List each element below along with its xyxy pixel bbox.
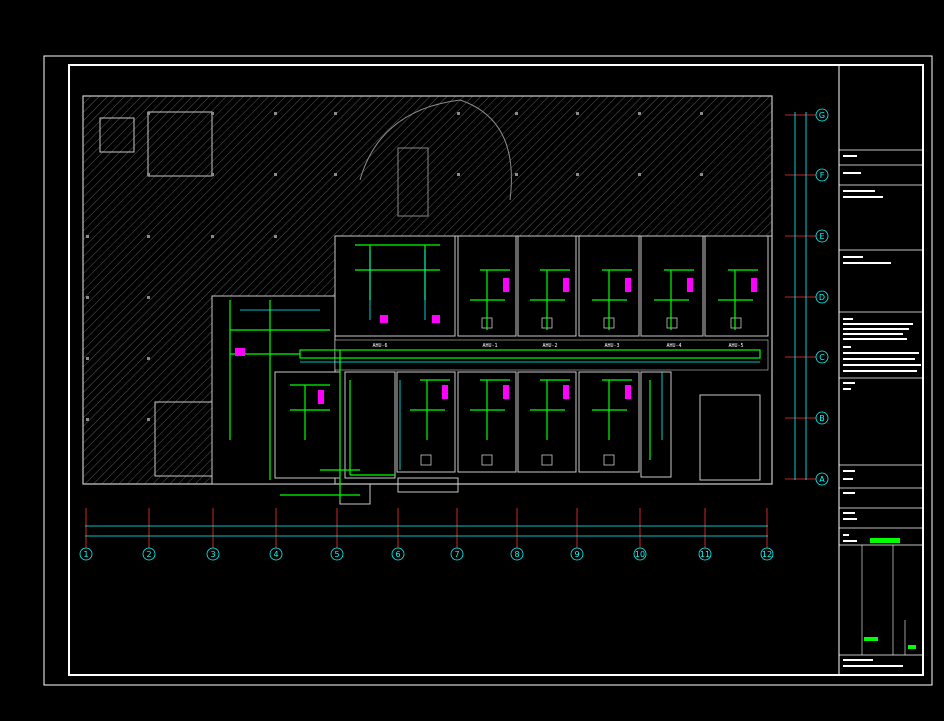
horizontal-grid-axes: G F E D C B A <box>785 108 829 486</box>
grid-axis-label: 9 <box>574 550 579 559</box>
grid-axis-A: A <box>785 472 829 486</box>
outer-sheet-border <box>43 55 933 686</box>
grid-axis-label: A <box>819 475 825 484</box>
grid-axis-4: 4 <box>269 508 283 561</box>
title-block-table <box>861 545 906 655</box>
grid-axis-9: 9 <box>570 508 584 561</box>
grid-axis-D: D <box>785 290 829 304</box>
unit-tag: AHU-6 <box>372 343 387 349</box>
unit-tags: AHU-1 AHU-2 AHU-3 AHU-4 AHU-5 AHU-6 <box>372 343 743 349</box>
grid-axis-label: 10 <box>635 550 645 559</box>
unit-tag: AHU-2 <box>542 343 557 349</box>
air-handling-units <box>235 278 757 404</box>
corridor <box>334 339 769 371</box>
grid-axis-label: 12 <box>762 550 772 559</box>
grid-axis-1: 1 <box>79 508 93 561</box>
grid-axis-label: 2 <box>146 550 151 559</box>
title-block <box>838 64 924 676</box>
grid-axis-G: G <box>785 108 829 122</box>
grid-axis-label: 1 <box>83 550 88 559</box>
grid-axis-F: F <box>785 168 829 182</box>
grid-axis-7: 7 <box>450 508 464 561</box>
grid-axis-label: F <box>820 171 825 180</box>
grid-axis-label: B <box>819 414 825 423</box>
grid-axis-12: 12 <box>760 508 774 561</box>
unit-tag: AHU-3 <box>604 343 619 349</box>
grid-axis-label: 11 <box>700 550 710 559</box>
grid-axis-5: 5 <box>330 508 344 561</box>
grid-axis-3: 3 <box>206 508 220 561</box>
grid-axis-label: 8 <box>514 550 519 559</box>
grid-axis-label: C <box>819 353 825 362</box>
grid-axis-11: 11 <box>698 508 712 561</box>
grid-axis-B: B <box>785 411 829 425</box>
grid-axis-8: 8 <box>510 508 524 561</box>
grid-axis-label: G <box>819 111 825 120</box>
grid-axis-label: E <box>819 232 824 241</box>
building-outline <box>82 95 773 485</box>
grid-axis-label: D <box>819 293 825 302</box>
chilled-water-piping <box>240 250 760 470</box>
grid-axis-2: 2 <box>142 508 156 561</box>
grid-axis-C: C <box>785 350 829 364</box>
unit-tag: AHU-4 <box>666 343 681 349</box>
hvac-ducts <box>229 244 761 500</box>
unit-tag: AHU-1 <box>482 343 497 349</box>
grid-axis-label: 6 <box>395 550 400 559</box>
grid-axis-10: 10 <box>633 508 647 561</box>
columns <box>86 112 703 421</box>
grid-axis-E: E <box>785 229 829 243</box>
grid-axis-label: 3 <box>210 550 215 559</box>
grid-axis-label: 5 <box>334 550 339 559</box>
unit-tag: AHU-5 <box>728 343 743 349</box>
grid-axis-label: 7 <box>454 550 459 559</box>
grid-axis-6: 6 <box>391 508 405 561</box>
grid-axis-label: 4 <box>273 550 278 559</box>
rooms-lower <box>274 371 672 479</box>
